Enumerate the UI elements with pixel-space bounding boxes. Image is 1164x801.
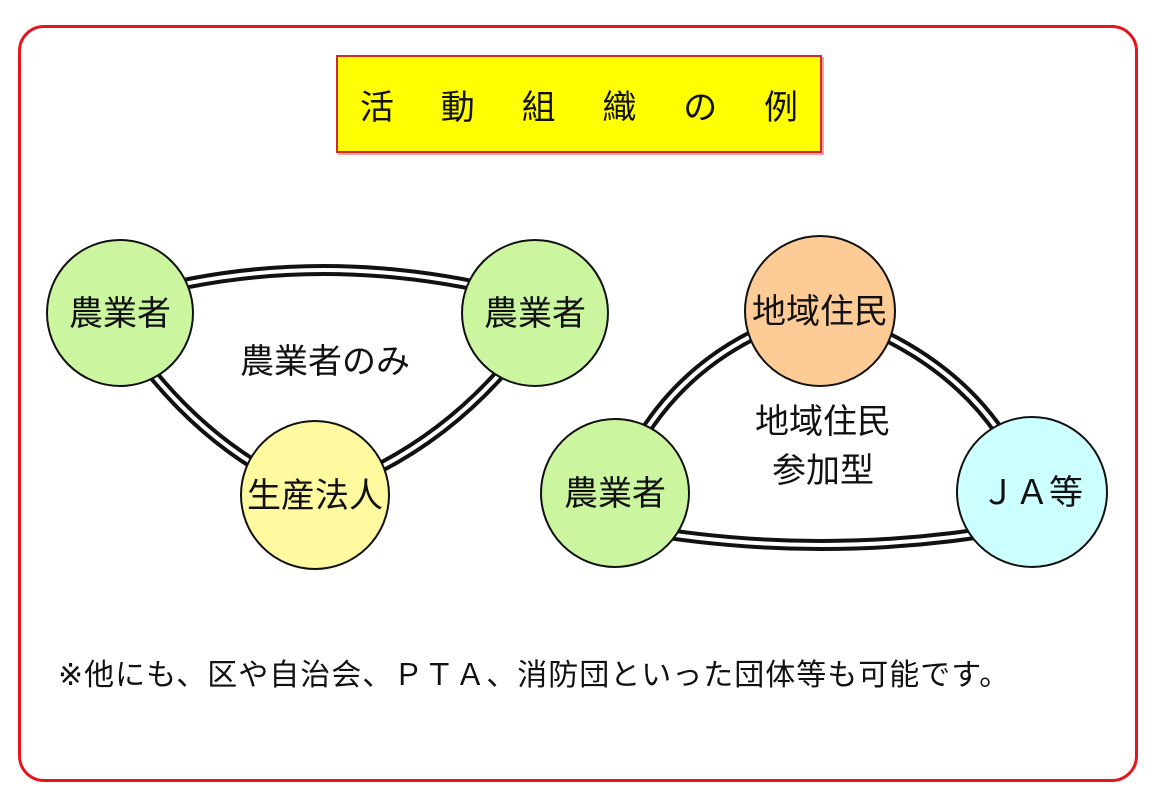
node-label: ＪＡ等 xyxy=(981,473,1083,513)
right-node-farmer: 農業者 xyxy=(540,418,690,568)
right-center-label-line1: 地域住民 xyxy=(755,402,891,442)
left-center-label: 農業者のみ xyxy=(240,342,410,382)
footnote: ※他にも、区や自治会、ＰＴＡ、消防団といった団体等も可能です。 xyxy=(58,658,1011,693)
node-label: 農業者 xyxy=(564,474,666,514)
left-node-farmer-2: 農業者 xyxy=(461,239,609,387)
outer-frame xyxy=(18,25,1138,782)
right-node-ja: ＪＡ等 xyxy=(956,416,1108,568)
left-node-corporation: 生産法人 xyxy=(240,420,390,570)
right-center-label-line2: 参加型 xyxy=(772,451,874,491)
node-label: 農業者 xyxy=(484,294,586,334)
page-title: 活 動 組 織 の 例 xyxy=(359,87,817,128)
title-box: 活 動 組 織 の 例 xyxy=(336,55,822,153)
left-node-farmer-1: 農業者 xyxy=(46,239,194,387)
right-node-residents: 地域住民 xyxy=(744,235,896,387)
node-label: 生産法人 xyxy=(247,476,383,516)
node-label: 地域住民 xyxy=(752,292,888,332)
node-label: 農業者 xyxy=(69,294,171,334)
